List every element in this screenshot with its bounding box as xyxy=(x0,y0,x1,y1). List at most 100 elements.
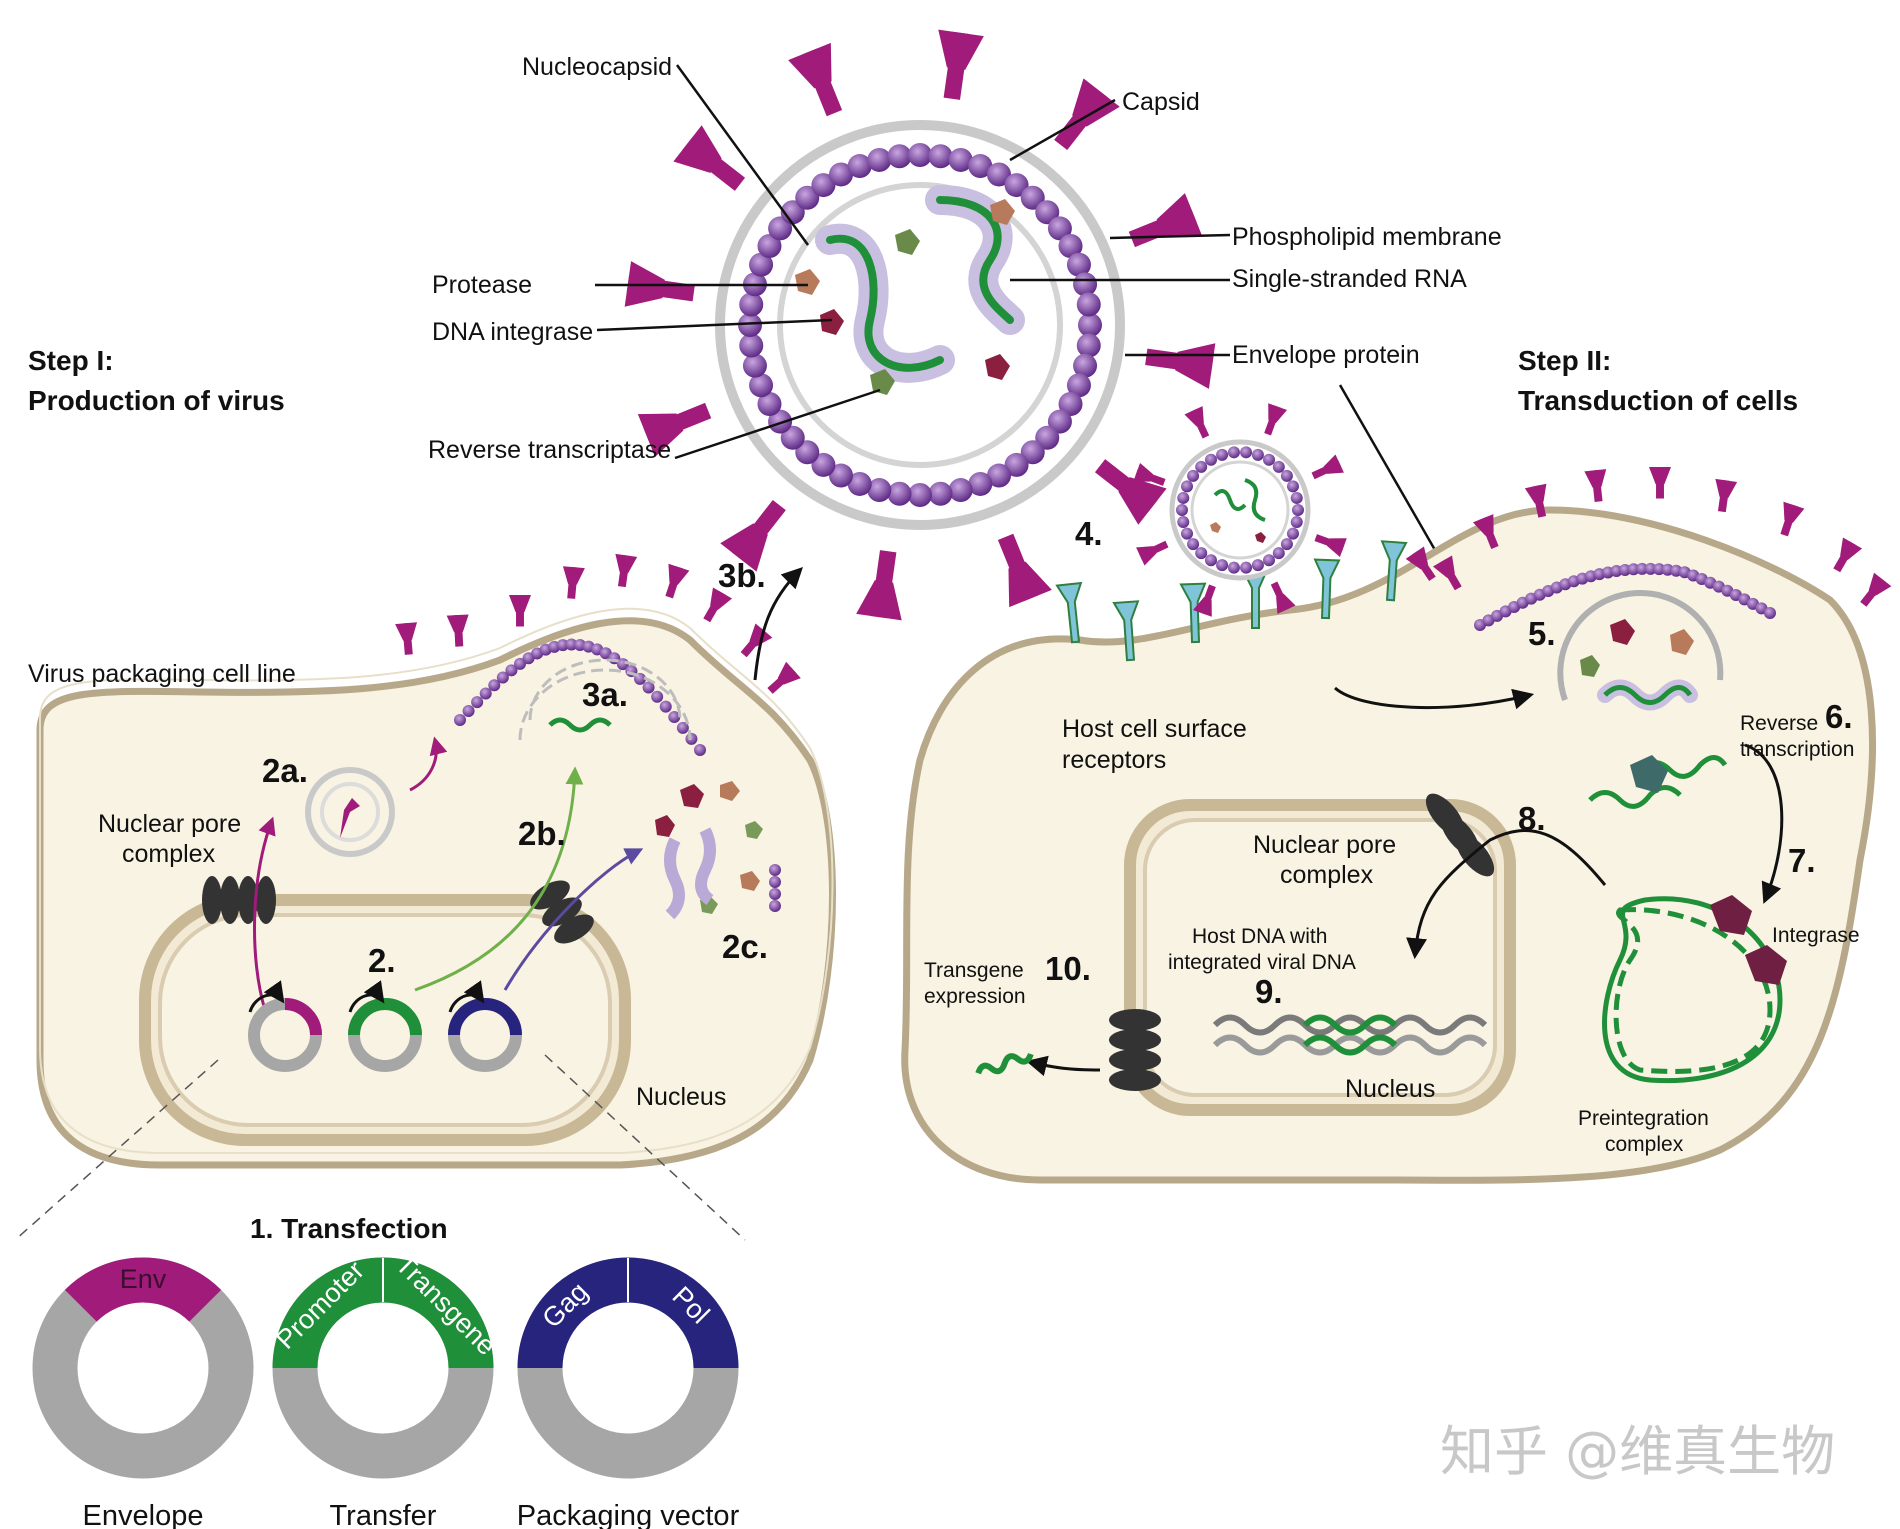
plasmid-transfer xyxy=(272,1257,494,1479)
label-reverse-2: transcription xyxy=(1740,738,1854,761)
capsid-bead xyxy=(1078,313,1102,337)
label-reverse-1: Reverse xyxy=(1740,712,1818,735)
capsid-bead xyxy=(1251,559,1264,572)
host-receptor xyxy=(1380,540,1408,602)
arrow-packaging-export xyxy=(503,848,644,991)
capsid-bead xyxy=(867,478,892,503)
label-nucleocapsid: Nucleocapsid xyxy=(522,53,672,81)
zoom-lines xyxy=(14,1054,746,1241)
capsid-bead xyxy=(676,721,689,734)
capsid-bead xyxy=(828,162,853,187)
step-6: 6. xyxy=(1825,698,1853,735)
label-packaging-cell-line: Virus packaging cell line xyxy=(28,660,296,688)
envelope-spike xyxy=(509,595,531,627)
envelope-spike xyxy=(938,29,984,100)
envelope-spike xyxy=(1264,403,1288,436)
label-dna-integrase: DNA integrase xyxy=(432,318,593,346)
step1-title-line1: Step I: xyxy=(28,345,114,376)
left-nuclear-pore-complex xyxy=(202,876,276,924)
plasmid-name: Packaging vector xyxy=(517,1500,740,1529)
envelope-spike xyxy=(1472,514,1499,549)
label-pic-1: Preintegration xyxy=(1578,1107,1709,1130)
envelope-spike xyxy=(1524,483,1547,518)
capsid-bead xyxy=(1004,173,1029,198)
capsid-bead xyxy=(987,162,1012,187)
capsid-bead xyxy=(1240,446,1253,459)
budding-capsid-beads xyxy=(454,638,706,756)
capsid-bead xyxy=(1280,469,1293,482)
capsid-bead xyxy=(780,425,805,450)
envelope-spike xyxy=(395,622,418,655)
envelope-spike xyxy=(997,533,1052,608)
step-7: 7. xyxy=(1788,842,1816,879)
step-3a: 3a. xyxy=(582,676,628,713)
step-8: 8. xyxy=(1518,800,1546,837)
envelope-spike xyxy=(1311,454,1344,480)
envelope-spike xyxy=(615,553,638,588)
capsid-bead xyxy=(642,681,655,694)
arrow-10 xyxy=(1025,1055,1101,1077)
plasmid-segment-label: Env xyxy=(120,1264,167,1294)
capsid-bead xyxy=(651,690,664,703)
capsid-bead xyxy=(556,639,569,652)
capsid-bead xyxy=(454,714,466,726)
capsid-bead xyxy=(1177,516,1190,529)
capsid-bead xyxy=(780,200,805,225)
capsid-bead xyxy=(867,147,892,172)
capsid-bead xyxy=(1764,607,1776,619)
envelope-spike xyxy=(740,623,773,658)
nucleus-plasmid-packaging xyxy=(448,980,522,1072)
envelope-spike xyxy=(1584,469,1607,502)
capsid-bead xyxy=(1216,448,1229,461)
capsid-bead xyxy=(1644,562,1657,575)
plasmid-envelope xyxy=(32,1257,254,1479)
capsid-bead xyxy=(1020,185,1045,210)
capsid-bead xyxy=(968,154,993,179)
capsid-bead xyxy=(1240,561,1253,574)
leader-lines xyxy=(595,64,1437,551)
host-receptor xyxy=(1112,600,1140,662)
label-phospholipid-membrane: Phospholipid membrane xyxy=(1232,223,1502,251)
capsid-bead xyxy=(471,696,484,709)
capsid-bead xyxy=(1047,409,1072,434)
capsid-bead xyxy=(739,333,764,358)
envelope-spike xyxy=(1145,343,1216,389)
envelope-spike xyxy=(562,566,585,599)
target-cell-envelope-proteins xyxy=(1405,467,1892,607)
capsid-bead xyxy=(987,463,1012,488)
arrow-7 xyxy=(1744,743,1784,904)
env-vesicle xyxy=(305,767,395,857)
capsid-bead xyxy=(462,704,475,717)
envelope-spike xyxy=(1649,467,1671,499)
capsid-bead xyxy=(749,252,774,277)
envelope-spike xyxy=(637,402,712,457)
envelope-spike xyxy=(1136,540,1169,566)
envelope-spike xyxy=(665,563,690,599)
capsid-bead xyxy=(795,185,820,210)
capsid-bead xyxy=(795,440,820,465)
label-transgene-2: expression xyxy=(924,985,1026,1008)
capsid-bead xyxy=(1627,563,1640,576)
envelope-spike xyxy=(1192,584,1216,617)
capsid-bead xyxy=(668,711,681,724)
capsid-bead xyxy=(1263,554,1275,567)
capsid-bead xyxy=(1058,233,1083,258)
label-npc-right-2: complex xyxy=(1280,861,1374,889)
label-npc-right-1: Nuclear pore xyxy=(1253,831,1396,859)
label-integrase-right: Integrase xyxy=(1772,924,1860,947)
capsid-bead xyxy=(928,481,953,506)
capsid-bead xyxy=(1286,527,1299,540)
envelope-spike xyxy=(1833,537,1863,573)
envelope-spike xyxy=(1715,478,1738,513)
host-dna xyxy=(1212,1014,1488,1056)
viral-proteins-cluster xyxy=(655,781,781,920)
capsid-bead xyxy=(847,154,872,179)
capsid-bead xyxy=(1035,200,1060,225)
plasmid-name: Transfer xyxy=(330,1500,437,1529)
capsid-bead xyxy=(738,313,762,337)
capsid-bead xyxy=(757,392,782,417)
step-2: 2. xyxy=(368,942,396,979)
arrow-env-export xyxy=(253,816,276,1011)
envelope-spike xyxy=(1270,581,1296,614)
envelope-spike xyxy=(720,499,786,572)
